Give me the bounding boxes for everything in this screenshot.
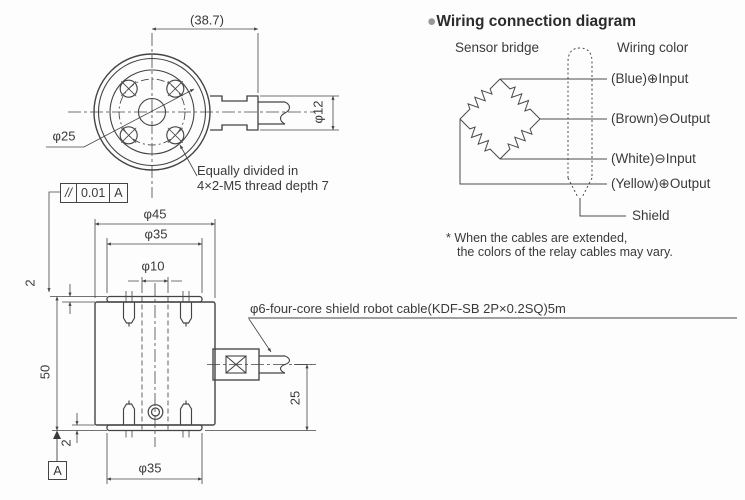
dim-phi12-label: φ12 <box>310 100 326 124</box>
sensor-bridge-label: Sensor bridge <box>455 40 540 55</box>
datum-a-text: A <box>53 463 62 478</box>
wiring-title-text: Wiring connection diagram <box>436 13 637 30</box>
datum-a-label: A <box>48 461 67 480</box>
wire-label-shield: Shield <box>632 208 670 223</box>
bolt-holes <box>119 79 185 145</box>
tolerance-datum: A <box>109 184 126 202</box>
dim-38-7-label: (38.7) <box>190 12 224 28</box>
wires <box>459 78 626 217</box>
dim-phi35-bottom-label: φ35 <box>138 460 162 476</box>
cable-note: φ6-four-core shield robot cable(KDF-SB 2… <box>250 301 566 316</box>
dim-2-bottom-label: 2 <box>58 439 74 447</box>
dim-phi35-top-label: φ35 <box>144 226 168 242</box>
dim-phi10-label: φ10 <box>141 258 165 274</box>
wiring-color-label: Wiring color <box>617 40 689 55</box>
tolerance-frame: // 0.01 A <box>60 183 128 203</box>
sensor-bridge <box>455 74 545 164</box>
wiring-note-line2: the colors of the relay cables may vary. <box>457 245 673 259</box>
side-view <box>47 191 737 484</box>
dim-phi25-label: φ25 <box>52 128 76 144</box>
dim-50-label: 50 <box>37 364 53 380</box>
wire-label-yellow: (Yellow)⊕Output <box>611 176 711 191</box>
wire-label-blue: (Blue)⊕Input <box>611 71 689 86</box>
tolerance-value: 0.01 <box>75 184 109 202</box>
screws-bottom <box>122 400 193 438</box>
top-view <box>46 27 339 198</box>
dim-phi45-label: φ45 <box>143 206 167 222</box>
screws-top <box>122 291 193 327</box>
wiring-diagram-linework <box>455 47 626 217</box>
dim-2-top-label: 2 <box>22 279 38 287</box>
thread-note-line1: Equally divided in <box>197 163 299 178</box>
dim-25-label: 25 <box>287 390 303 406</box>
wire-label-white: (White)⊖Input <box>611 151 696 166</box>
wiring-title: ●Wiring connection diagram <box>427 13 636 30</box>
wire-label-brown: (Brown)⊖Output <box>611 111 711 126</box>
thread-note-line2: 4×2-M5 thread depth 7 <box>197 178 329 193</box>
bullet-icon: ● <box>427 13 437 30</box>
datum-triangle-icon <box>53 430 61 439</box>
parallelism-icon: // <box>65 186 72 200</box>
wiring-note-line1: * When the cables are extended, <box>446 231 628 245</box>
